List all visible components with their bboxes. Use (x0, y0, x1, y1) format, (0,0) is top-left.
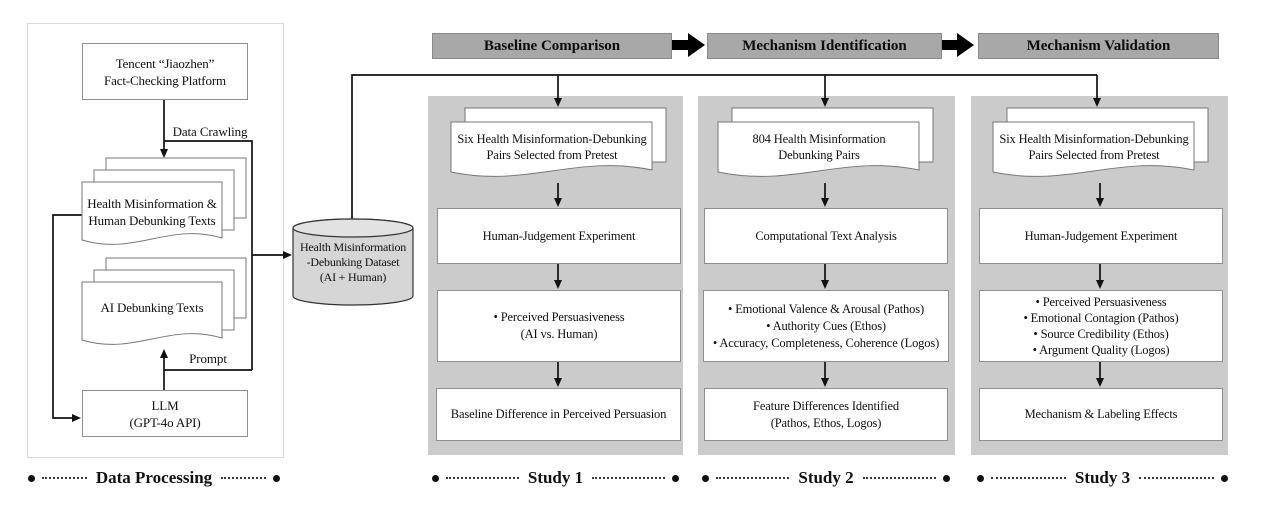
study1-method-box: Human-Judgement Experiment (437, 208, 681, 264)
leader-dot (702, 474, 709, 482)
section-label-text: Study 1 (527, 468, 584, 487)
dotted-leader (592, 477, 665, 479)
study2-outcome-box: Feature Differences Identified (Pathos, … (704, 388, 948, 441)
dotted-leader (1139, 477, 1214, 479)
dotted-leader (862, 477, 936, 479)
study1-doc-stack (450, 107, 667, 177)
human-texts-doc-stack (81, 157, 247, 245)
study3-measures-box: • Perceived Persuasiveness • Emotional C… (979, 290, 1223, 362)
llm-box: LLM (GPT-4o API) (82, 390, 248, 437)
phase-header-mechanism-validation: Mechanism Validation (978, 33, 1219, 59)
study2-input-doc-label: 804 Health Misinformation Debunking Pair… (752, 132, 886, 162)
trunk-line (351, 74, 1097, 219)
dataset-cylinder-label: Health Misinformation -Debunking Dataset… (299, 239, 407, 284)
study2-measures-box: • Emotional Valence & Arousal (Pathos) •… (703, 290, 949, 362)
study3-doc-stack (992, 107, 1209, 177)
platform-box-line: Fact-Checking Platform (104, 72, 226, 88)
dotted-leader (446, 477, 519, 479)
study-step-arrows (554, 183, 1104, 387)
data-crawling-label: Data Crawling (172, 124, 248, 139)
platform-box-line: Tencent “Jiaozhen” (115, 55, 215, 71)
phase-header-mechanism-identification: Mechanism Identification (707, 33, 942, 59)
leader-dot (432, 474, 439, 482)
phase-arrow-icon (941, 33, 974, 57)
section-label-study2: Study 2 (702, 468, 950, 488)
dotted-leader (991, 477, 1066, 479)
section-label-text: Data Processing (95, 468, 213, 487)
platform-box: Tencent “Jiaozhen” Fact-Checking Platfor… (82, 43, 248, 100)
dotted-leader (42, 477, 87, 479)
crawl-branch-line (164, 140, 253, 370)
study2-doc-stack (717, 107, 934, 177)
phase-header-label: Mechanism Identification (742, 37, 907, 54)
dataset-trunk-lines (351, 74, 1101, 219)
ai-texts-doc-label: AI Debunking Texts (100, 299, 204, 315)
study2-method-box: Computational Text Analysis (704, 208, 948, 264)
dotted-leader (221, 477, 266, 479)
dotted-leader (716, 477, 790, 479)
phase-arrow-icons (672, 33, 974, 57)
study1-measures-box: • Perceived Persuasiveness (AI vs. Human… (437, 290, 681, 362)
section-label-study1: Study 1 (432, 468, 679, 488)
leader-dot (943, 474, 950, 482)
phase-header-label: Mechanism Validation (1026, 37, 1171, 54)
study1-input-doc-label: Six Health Misinformation-Debunking Pair… (457, 132, 647, 162)
study1-outcome-box: Baseline Difference in Perceived Persuas… (436, 388, 681, 441)
study3-input-doc-label: Six Health Misinformation-Debunking Pair… (999, 132, 1189, 162)
data-processing-flow-arrows (52, 98, 292, 422)
leader-dot (28, 474, 35, 482)
phase-header-baseline-comparison: Baseline Comparison (432, 33, 672, 59)
ai-texts-doc-stack (81, 257, 247, 345)
leader-dot (273, 474, 280, 482)
section-label-text: Study 3 (1074, 468, 1131, 487)
study3-outcome-box: Mechanism & Labeling Effects (979, 388, 1223, 441)
leader-dot (1221, 474, 1228, 482)
dataset-cylinder-icon (292, 218, 414, 306)
prompt-label: Prompt (189, 351, 227, 366)
phase-header-label: Baseline Comparison (483, 37, 621, 54)
human-texts-to-llm-arrow (52, 214, 82, 422)
section-label-text: Study 2 (798, 468, 854, 487)
section-label-study3: Study 3 (977, 468, 1228, 488)
human-texts-doc-label: Health Misinformation & Human Debunking … (87, 196, 217, 228)
leader-dot (977, 474, 984, 482)
phase-arrow-icon (672, 33, 705, 57)
section-label-data-processing: Data Processing (28, 468, 280, 488)
study3-method-box: Human-Judgement Experiment (979, 208, 1223, 264)
leader-dot (672, 474, 679, 482)
